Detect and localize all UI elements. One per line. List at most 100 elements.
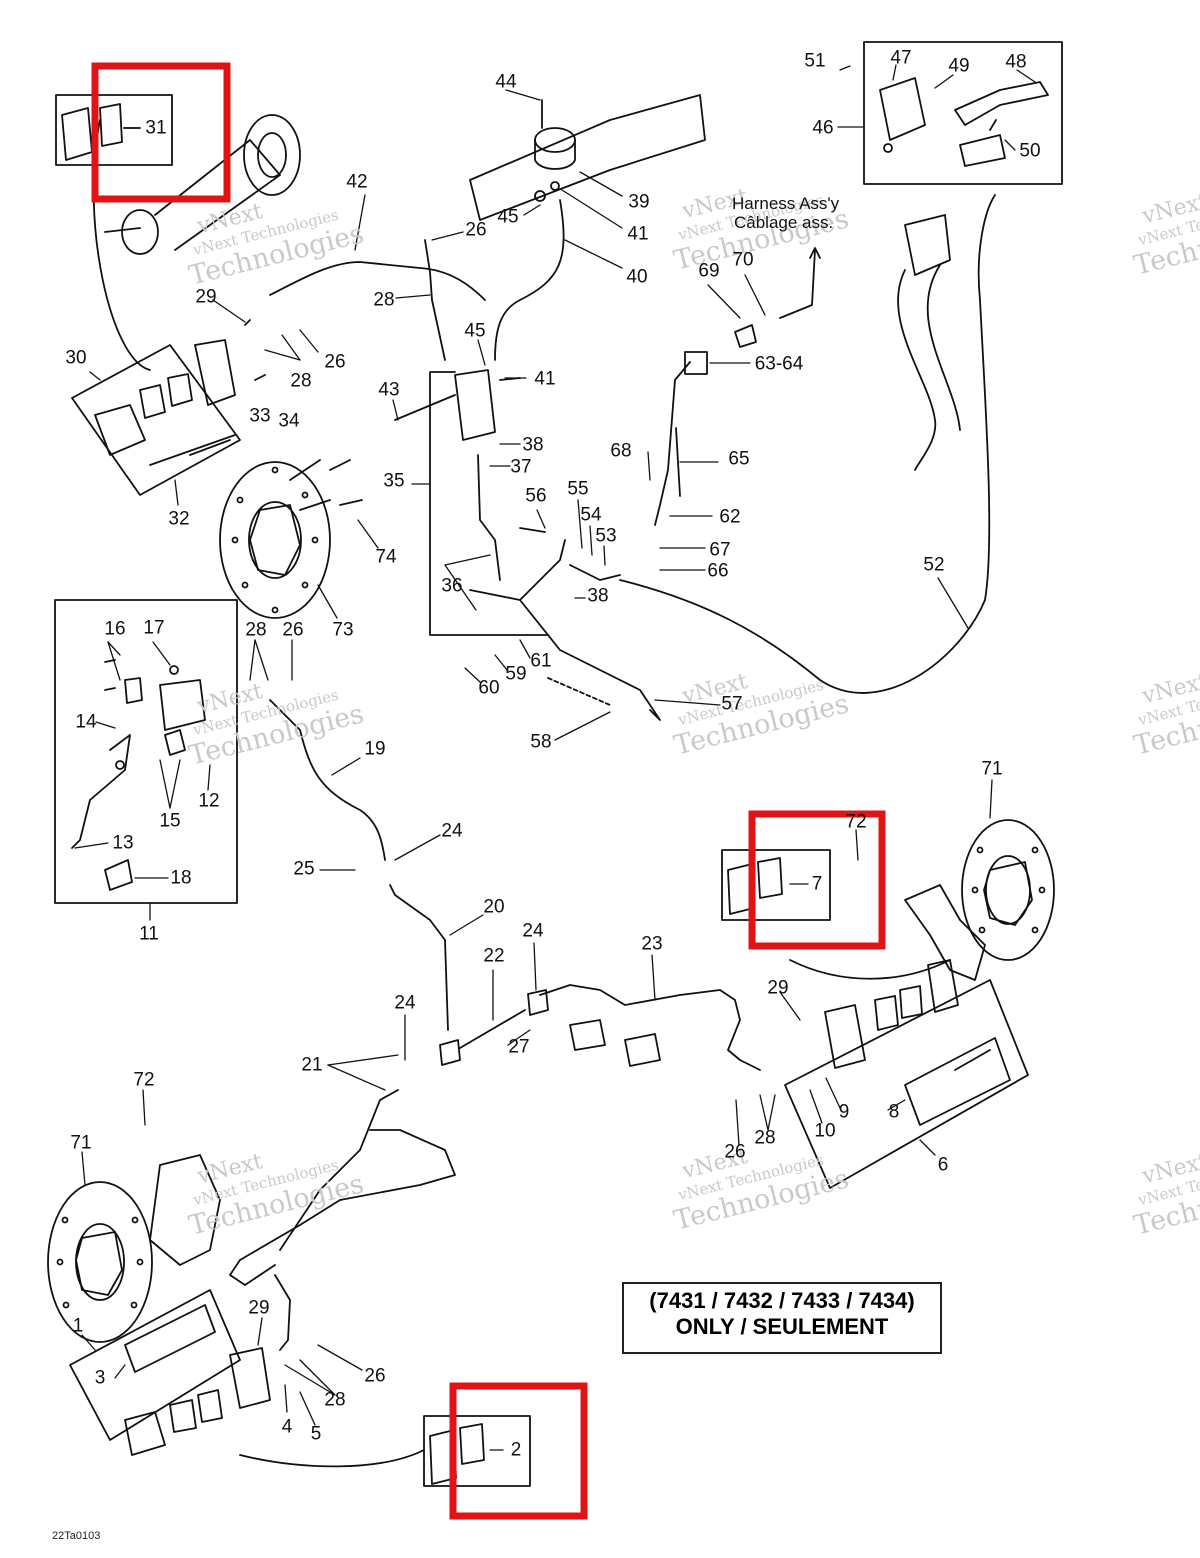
pad-1-b [169,1399,197,1433]
callout-70: 70 [732,249,754,271]
brake-line-20 [389,884,449,1031]
hand-master-cylinder-box-11 [54,599,238,904]
callout-46: 46 [812,117,834,139]
callout-6: 6 [937,1154,949,1176]
callout-25: 25 [293,858,315,880]
callout-11: 11 [139,923,159,945]
callout-1: 1 [72,1315,84,1337]
harness-arrow [779,249,816,319]
callout-56: 56 [525,485,547,507]
model-applicability-box: (7431 / 7432 / 7433 / 7434) ONLY / SEULE… [622,1282,942,1354]
callout-41: 41 [534,368,556,390]
callout-21: 21 [301,1054,323,1076]
harness-arrow-head [809,247,821,259]
rod-22 [459,1009,526,1049]
callout-71: 71 [70,1132,92,1154]
group-bracket-35 [429,371,549,636]
callout-26: 26 [465,219,487,241]
callout-8: 8 [888,1101,900,1123]
pad-kit-box-3 [124,1304,216,1373]
pad-2-leader-curve [239,1449,425,1468]
pin-8 [954,1049,991,1071]
callout-38: 38 [587,585,609,607]
callout-29: 29 [248,1297,270,1319]
sensor-connector-63-64 [684,351,708,375]
callout-61: 61 [530,650,552,672]
callout-30: 30 [65,347,87,369]
callout-55: 55 [567,478,589,500]
callout-34: 34 [278,410,300,432]
callout-72: 72 [845,811,867,833]
callout-69: 69 [698,260,720,282]
pad-7-b [757,857,783,899]
callout-51: 51 [804,50,826,72]
brake-line-left [274,1274,291,1351]
callout-49: 49 [948,55,970,77]
callout-47: 47 [890,47,912,69]
brake-disc-71-right [961,819,1055,961]
caliper-1-bracket [69,1289,241,1441]
pad-2-b [459,1423,485,1465]
callout-72: 72 [133,1069,155,1091]
callout-37: 37 [510,456,532,478]
callout-4: 4 [281,1416,293,1438]
harness-connector-69-70 [734,324,757,348]
callout-28: 28 [373,289,395,311]
leader-lines [74,64,1036,1451]
brake-cable-52 [619,194,996,694]
callout-44: 44 [495,71,517,93]
pad-6-a [874,995,899,1031]
harness-note-line2: Câblage ass. [734,213,834,232]
callout-74: 74 [375,546,397,568]
callout-50: 50 [1019,140,1041,162]
callout-18: 18 [170,867,192,889]
rear-disc-bolts [289,459,363,511]
callout-23: 23 [641,933,663,955]
callout-65: 65 [728,448,750,470]
caliper-30 [71,319,266,496]
callout-39: 39 [628,191,650,213]
front-arm-bushings [569,1019,661,1067]
callout-68: 68 [610,440,632,462]
callout-15: 15 [159,810,181,832]
brake-disc-73 [219,461,331,619]
callout-33: 33 [249,405,271,427]
bracket-6 [927,959,959,1013]
caliper-1-body [229,1347,271,1409]
callout-17: 17 [143,617,165,639]
highlight-box-31 [91,62,231,203]
callout-24: 24 [441,820,463,842]
brake-disc-71-left [47,1181,153,1343]
knuckle-arc [789,959,951,980]
callout-66: 66 [707,560,729,582]
sensor-wire-62 [654,361,691,526]
model-note-line1: (7431 / 7432 / 7433 / 7434) [649,1288,915,1313]
callout-20: 20 [483,896,505,918]
callout-5: 5 [310,1423,322,1445]
model-note-line2: ONLY / SEULEMENT [675,1314,889,1339]
callout-26: 26 [324,351,346,373]
pad-1-a [124,1411,166,1456]
callout-27: 27 [508,1036,530,1058]
callout-40: 40 [626,266,648,288]
hand-master-cylinder [71,659,206,891]
callout-10: 10 [814,1120,836,1142]
callout-60: 60 [478,677,500,699]
callout-28: 28 [754,1127,776,1149]
pad-inset-box-7 [721,849,831,921]
callout-59: 59 [505,663,527,685]
callout-53: 53 [595,525,617,547]
callout-24: 24 [522,920,544,942]
callout-71: 71 [981,758,1003,780]
callout-28: 28 [324,1389,346,1411]
callout-41: 41 [627,223,649,245]
callout-14: 14 [75,711,97,733]
callout-43: 43 [378,379,400,401]
highlight-box-7 [748,810,886,950]
callout-31: 31 [145,117,167,139]
pad-1-c [197,1389,223,1423]
rod-65 [675,427,681,497]
harness-note-line1: Harness Ass'y [732,194,840,213]
callout-28: 28 [290,370,312,392]
